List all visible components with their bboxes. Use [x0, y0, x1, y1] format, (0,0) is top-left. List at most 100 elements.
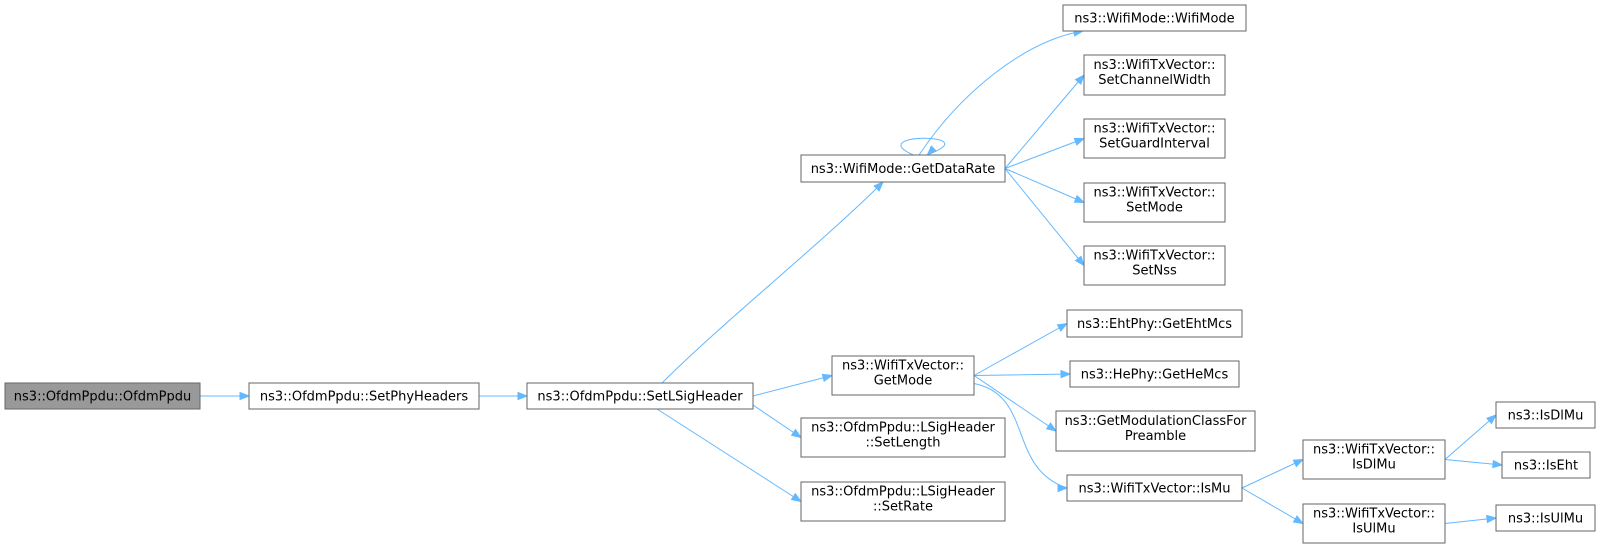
edge-line	[900, 137, 946, 156]
node-box	[1495, 401, 1596, 429]
call-edge-get_mode-to-get_mod_class	[973, 375, 1058, 432]
edge-line	[1444, 459, 1503, 466]
node-set-guard-interval[interactable]: ns3::WifiTxVector::SetGuardInterval	[1083, 118, 1226, 159]
node-label-line: SetMode	[1126, 201, 1183, 216]
call-edge-get_data_rate-to-set_channel_width	[1004, 73, 1085, 169]
node-set-channel-width[interactable]: ns3::WifiTxVector::SetChannelWidth	[1083, 54, 1226, 96]
edge-line	[1241, 459, 1304, 489]
node-box	[4, 382, 201, 410]
node-lsig-set-rate[interactable]: ns3::OfdmPpdu::LSigHeader::SetRate	[800, 481, 1006, 522]
node-label-line: ns3::WifiTxVector::	[1313, 507, 1435, 522]
node-label-line: ns3::WifiTxVector::	[1093, 249, 1215, 264]
node-box	[1069, 360, 1240, 388]
node-box	[1501, 451, 1591, 479]
node-label-line: ns3::EhtPhy::GetEhtMcs	[1077, 317, 1232, 332]
edge-line	[1004, 168, 1085, 266]
edge-arrowhead	[821, 373, 834, 382]
edge-line	[973, 383, 1068, 489]
node-box	[248, 382, 480, 410]
node-wifimode-ctor[interactable]: ns3::WifiMode::WifiMode	[1062, 4, 1247, 32]
node-label-line: SetChannelWidth	[1098, 73, 1211, 88]
edge-line	[1004, 74, 1085, 169]
node-label-line: ns3::WifiTxVector::	[842, 359, 964, 374]
node-box	[800, 417, 1006, 458]
edge-line	[918, 30, 1084, 156]
edge-line	[973, 375, 1057, 432]
call-edge-get_mode-to-get_he_mcs	[973, 369, 1072, 379]
edge-line	[1444, 414, 1497, 460]
edge-line	[1241, 487, 1304, 524]
node-box	[1066, 309, 1243, 338]
node-get-eht-mcs[interactable]: ns3::EhtPhy::GetEhtMcs	[1066, 309, 1243, 338]
edge-arrowhead	[1060, 369, 1072, 379]
node-is-eht[interactable]: ns3::IsEht	[1501, 451, 1591, 479]
node-label-line: ns3::IsUlMu	[1508, 512, 1583, 527]
node-label-line: ns3::WifiTxVector::	[1093, 186, 1215, 201]
node-lsig-set-length[interactable]: ns3::OfdmPpdu::LSigHeader::SetLength	[800, 417, 1006, 458]
node-is-ul-mu[interactable]: ns3::IsUlMu	[1495, 504, 1596, 532]
call-edge-set_lsig_header-to-lsig_set_rate	[656, 408, 803, 503]
node-box	[800, 481, 1006, 522]
node-box	[1302, 503, 1446, 544]
edge-arrowhead	[1056, 322, 1069, 332]
node-label-line: IsDlMu	[1352, 458, 1396, 473]
edge-line	[973, 323, 1068, 376]
node-box	[1083, 54, 1226, 96]
node-is-dl-mu[interactable]: ns3::IsDlMu	[1495, 401, 1596, 429]
edge-arrowhead	[1292, 515, 1305, 525]
node-label-line: ns3::WifiTxVector::	[1313, 443, 1435, 458]
call-edge-ofdm_ctor-to-set_phy_headers	[200, 391, 251, 401]
node-box	[1083, 182, 1226, 223]
node-set-mode[interactable]: ns3::WifiTxVector::SetMode	[1083, 182, 1226, 223]
call-edge-is_dl_mu_tx-to-is_dl_mu	[1444, 414, 1498, 460]
edge-arrowhead	[790, 428, 803, 439]
node-get-data-rate[interactable]: ns3::WifiMode::GetDataRate	[800, 154, 1006, 183]
node-box	[1083, 118, 1226, 159]
edges-layer	[200, 28, 1504, 525]
node-box	[1083, 245, 1226, 286]
edge-arrowhead	[790, 492, 803, 503]
edge-arrowhead	[517, 391, 529, 401]
call-edge-set_lsig_header-to-lsig_set_length	[752, 404, 803, 439]
edge-line	[1004, 168, 1085, 203]
edge-line	[973, 373, 1071, 376]
node-label-line: IsUlMu	[1352, 522, 1395, 537]
node-is-mu[interactable]: ns3::WifiTxVector::IsMu	[1066, 474, 1243, 502]
node-box	[1495, 504, 1596, 532]
node-box	[1302, 439, 1446, 480]
node-label-line: ns3::HePhy::GetHeMcs	[1081, 368, 1229, 383]
node-box	[800, 154, 1006, 183]
edge-arrowhead	[1074, 73, 1085, 85]
node-label-line: ns3::WifiMode::WifiMode	[1074, 12, 1234, 27]
node-is-dl-mu-tx[interactable]: ns3::WifiTxVector::IsDlMu	[1302, 439, 1446, 480]
edge-arrowhead	[239, 391, 251, 401]
call-edge-is_mu-to-is_ul_mu_tx	[1241, 487, 1305, 525]
node-set-lsig-header[interactable]: ns3::OfdmPpdu::SetLSigHeader	[526, 382, 754, 410]
node-label-line: ns3::WifiTxVector::	[1093, 58, 1215, 73]
edge-arrowhead	[1492, 459, 1504, 469]
node-ofdm-ctor[interactable]: ns3::OfdmPpdu::OfdmPpdu	[4, 382, 201, 410]
node-get-mode[interactable]: ns3::WifiTxVector::GetMode	[831, 355, 975, 396]
edge-arrowhead	[1292, 458, 1305, 468]
edge-arrowhead	[926, 145, 938, 156]
call-edge-is_mu-to-is_dl_mu_tx	[1241, 458, 1305, 489]
node-is-ul-mu-tx[interactable]: ns3::WifiTxVector::IsUlMu	[1302, 503, 1446, 544]
node-label-line: ns3::OfdmPpdu::LSigHeader	[811, 421, 995, 436]
node-label-line: ns3::WifiTxVector::IsMu	[1078, 482, 1230, 497]
edge-arrowhead	[1073, 137, 1086, 146]
node-get-he-mcs[interactable]: ns3::HePhy::GetHeMcs	[1069, 360, 1240, 388]
call-edge-is_dl_mu_tx-to-is_eht	[1444, 459, 1504, 469]
edge-arrowhead	[1045, 422, 1058, 432]
edge-line	[656, 408, 802, 502]
node-label-line: ::SetLength	[866, 436, 941, 451]
node-set-phy-headers[interactable]: ns3::OfdmPpdu::SetPhyHeaders	[248, 382, 480, 410]
node-set-nss[interactable]: ns3::WifiTxVector::SetNss	[1083, 245, 1226, 286]
call-edge-is_ul_mu_tx-to-is_ul_mu	[1444, 514, 1498, 524]
node-label-line: ns3::WifiTxVector::	[1093, 122, 1215, 137]
node-label-line: ns3::IsEht	[1514, 459, 1578, 474]
call-edge-get_data_rate-to-wifimode_ctor	[918, 28, 1085, 156]
edge-arrowhead	[1073, 194, 1086, 204]
edge-arrowhead	[1074, 255, 1085, 267]
